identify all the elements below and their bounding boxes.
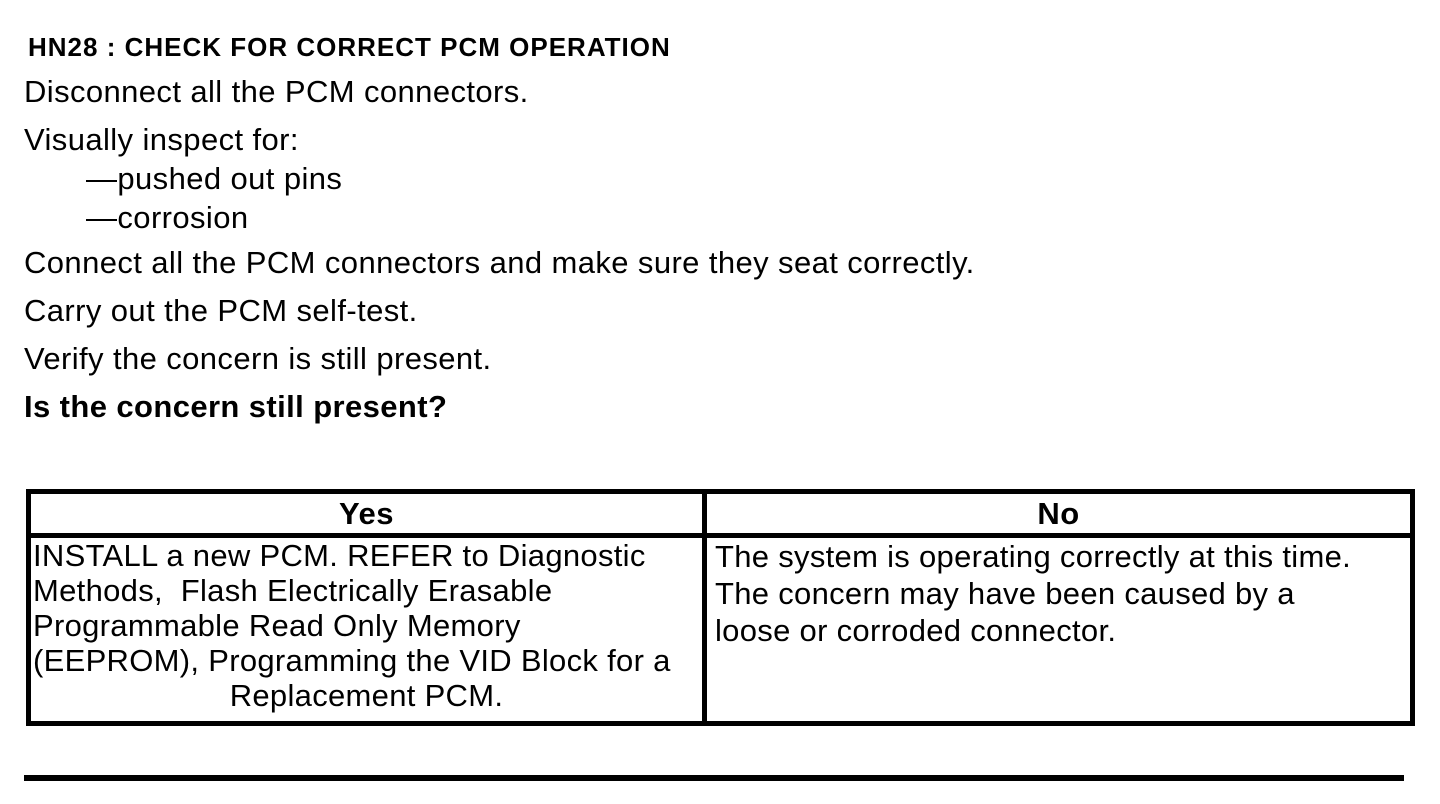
page-title: HN28 : CHECK FOR CORRECT PCM OPERATION xyxy=(28,32,671,62)
inspect-item-corrosion: —corrosion xyxy=(86,200,249,235)
no-header-cell: No xyxy=(702,489,1415,538)
step-connect: Connect all the PCM connectors and make … xyxy=(24,245,975,280)
step-disconnect: Disconnect all the PCM connectors. xyxy=(24,74,529,109)
question-text: Is the concern still present? xyxy=(24,389,448,424)
results-body-row: INSTALL a new PCM. REFER to Diagnostic M… xyxy=(26,533,1415,726)
no-cell-line: The concern may have been caused by a xyxy=(715,576,1295,611)
document-page: HN28 : CHECK FOR CORRECT PCM OPERATION D… xyxy=(0,32,1440,781)
yes-cell-line: Programmable Read Only Memory xyxy=(33,608,521,643)
yes-result-cell: INSTALL a new PCM. REFER to Diagnostic M… xyxy=(26,533,707,726)
results-header-row: Yes No xyxy=(26,489,1415,538)
step-self-test: Carry out the PCM self-test. xyxy=(24,293,418,328)
yes-cell-line: Replacement PCM. xyxy=(229,678,504,713)
yes-cell-line: Methods, Flash Electrically Erasable xyxy=(33,573,553,608)
yes-cell-line: (EEPROM), Programming the VID Block for … xyxy=(33,643,671,678)
step-verify: Verify the concern is still present. xyxy=(24,341,492,376)
step-visually-inspect: Visually inspect for: xyxy=(24,122,299,157)
bottom-rule xyxy=(24,775,1404,781)
inspect-item-pushed-pins: —pushed out pins xyxy=(86,161,343,196)
no-result-cell: The system is operating correctly at thi… xyxy=(702,533,1415,726)
yes-cell-line: INSTALL a new PCM. REFER to Diagnostic xyxy=(33,538,646,573)
no-cell-line: loose or corroded connector. xyxy=(715,613,1117,648)
yes-header-cell: Yes xyxy=(26,489,707,538)
no-cell-line: The system is operating correctly at thi… xyxy=(715,539,1352,574)
results-table: Yes No INSTALL a new PCM. REFER to Diagn… xyxy=(26,489,1415,726)
